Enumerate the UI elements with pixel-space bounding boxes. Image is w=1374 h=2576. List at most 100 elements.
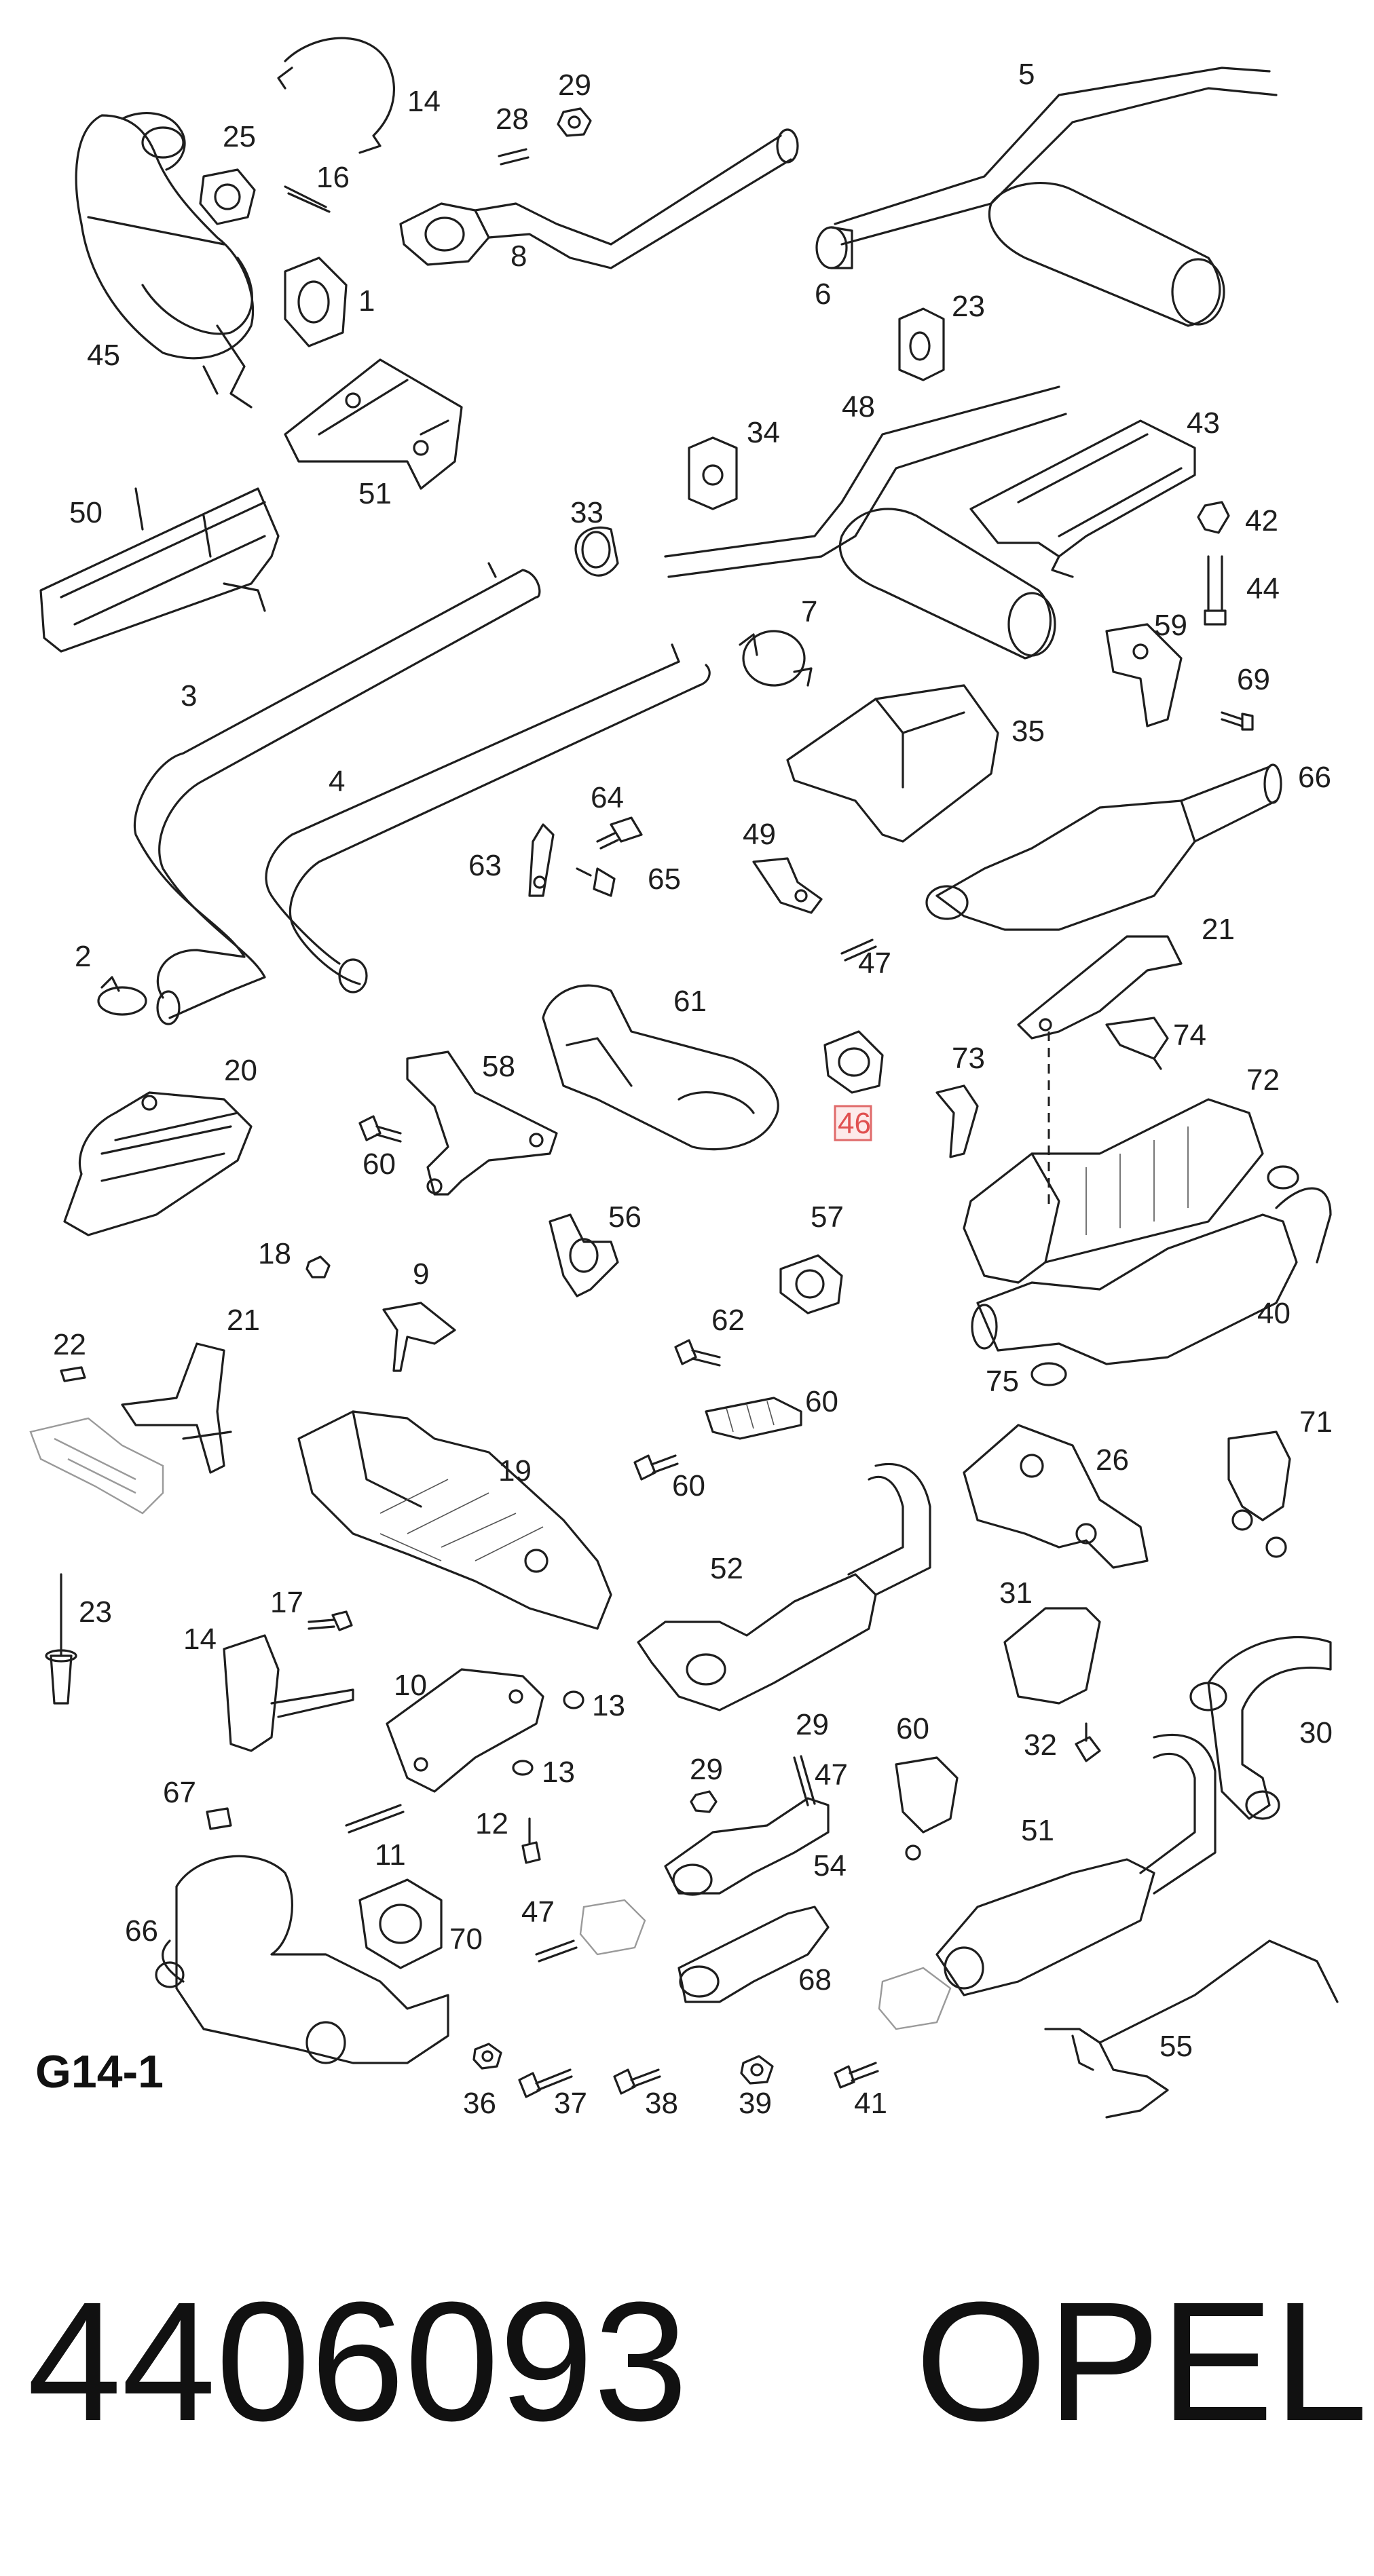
part-44-bolt — [1204, 555, 1227, 626]
callout-60-upper: 60 — [363, 1148, 396, 1181]
part-29-nut-lower — [690, 1790, 718, 1813]
callout-17: 16 — [316, 161, 350, 194]
callout-77: 75 — [986, 1365, 1019, 1398]
part-39-nut — [740, 2055, 774, 2085]
part-47-gasket-faint — [579, 1899, 646, 1956]
part-64-bolt — [674, 1339, 721, 1367]
part-47-stud-upper — [840, 939, 877, 962]
part-50-heat-shield — [39, 487, 280, 653]
callout-25: 23 — [952, 290, 985, 323]
part-58-bracket — [406, 1050, 558, 1196]
part-59-bracket — [1105, 623, 1183, 727]
callout-39: 39 — [739, 2087, 772, 2120]
part-52-gasket-faint — [878, 1967, 952, 2030]
callout-9: 9 — [413, 1257, 429, 1291]
callout-61: 60 — [896, 1712, 929, 1745]
part-47-stud-lower — [535, 1939, 578, 1963]
part-60-bolt-lower — [633, 1454, 679, 1481]
part-25-rubber-hanger — [898, 307, 945, 381]
callout-13-lower: 13 — [542, 1756, 575, 1789]
part-69-plug — [206, 1807, 232, 1830]
callout-34: 34 — [747, 416, 780, 449]
part-20-heat-shield — [63, 1091, 253, 1236]
part-16-bolt — [308, 1610, 353, 1631]
callout-23: 21 — [1202, 913, 1235, 946]
part-43-heat-shield — [969, 419, 1196, 578]
part-74-heat-shield — [963, 1098, 1264, 1284]
part-56-bracket — [549, 1213, 619, 1298]
part-77-clamp — [1030, 1362, 1067, 1386]
part-number: 4406093 — [27, 2267, 688, 2456]
part-76-bracket — [1105, 1017, 1169, 1070]
callout-62: 61 — [673, 985, 707, 1018]
callout-40: 40 — [1257, 1297, 1291, 1330]
part-52-silencer — [935, 1733, 1217, 1996]
callout-10: 10 — [394, 1669, 427, 1702]
callout-66-top: 64 — [591, 781, 624, 814]
part-17-stud — [284, 185, 331, 213]
callout-49: 49 — [743, 818, 776, 851]
part-2-clamp — [97, 976, 147, 1016]
part-29-nut-top — [557, 107, 592, 137]
callout-14: 14 — [183, 1623, 217, 1656]
part-13-washer-upper — [563, 1690, 584, 1709]
part-15-strap — [277, 37, 395, 154]
part-26-gasket — [199, 168, 256, 225]
callout-29-middle: 29 — [690, 1753, 723, 1786]
callout-26: 25 — [223, 120, 256, 153]
callout-73: 71 — [1299, 1405, 1333, 1439]
callout-2: 2 — [75, 940, 91, 973]
callout-72: 70 — [449, 1922, 483, 1956]
part-31-heat-shield — [1003, 1607, 1101, 1705]
callout-24: 23 — [79, 1595, 112, 1629]
callout-30: 30 — [1299, 1716, 1333, 1749]
callout-41: 41 — [854, 2087, 887, 2120]
callout-15: 14 — [407, 85, 441, 118]
callout-67: 66 — [1298, 761, 1331, 794]
callout-16: 17 — [270, 1586, 303, 1619]
part-62-front-pipe — [542, 984, 779, 1151]
callout-54: 54 — [813, 1849, 847, 1882]
part-71-bolt — [1221, 711, 1254, 731]
callout-56: 56 — [608, 1200, 642, 1234]
part-30-hose — [1189, 1635, 1332, 1820]
callout-71: 69 — [1237, 663, 1270, 696]
part-60-bolt-upper — [358, 1115, 402, 1143]
part-18-nut — [305, 1255, 331, 1278]
callout-31: 31 — [999, 1576, 1033, 1610]
part-4-pipe — [265, 643, 711, 993]
callout-58: 58 — [482, 1050, 515, 1083]
callout-75: 73 — [952, 1042, 985, 1075]
part-22-clip — [60, 1366, 86, 1382]
callout-47-middle: 47 — [815, 1758, 848, 1792]
part-24-rivet — [45, 1573, 77, 1705]
part-19-heat-shield — [297, 1410, 612, 1630]
part-41-bolt — [834, 2062, 879, 2089]
callout-22: 22 — [53, 1328, 86, 1361]
part-13-washer-lower — [512, 1760, 534, 1776]
callout-42: 42 — [1245, 504, 1278, 537]
part-32-bolt — [1075, 1722, 1101, 1762]
callout-76: 74 — [1173, 1019, 1206, 1052]
part-9-bracket — [382, 1302, 456, 1372]
brand-name: OPEL — [915, 2267, 1368, 2456]
part-22-shield-faint — [29, 1417, 164, 1515]
part-49-bracket — [752, 857, 823, 914]
callout-66-bottom: 65 — [648, 863, 681, 896]
callout-52: 51 — [1021, 1814, 1054, 1847]
callout-60-lower: 60 — [672, 1469, 705, 1502]
part-45-catalytic-manifold — [75, 111, 255, 409]
callout-57: 57 — [811, 1200, 844, 1234]
callout-43: 43 — [1187, 406, 1220, 440]
callout-20: 20 — [224, 1054, 257, 1087]
callout-64: 62 — [711, 1304, 745, 1337]
part-36-nut — [472, 2043, 502, 2070]
part-75-bracket — [935, 1084, 979, 1158]
callout-48: 48 — [842, 390, 875, 423]
callout-59: 59 — [1154, 609, 1187, 642]
callout-63: 60 — [805, 1385, 838, 1418]
callout-3: 3 — [181, 679, 197, 713]
part-33-clamp — [574, 526, 619, 577]
callout-12: 12 — [475, 1807, 508, 1840]
